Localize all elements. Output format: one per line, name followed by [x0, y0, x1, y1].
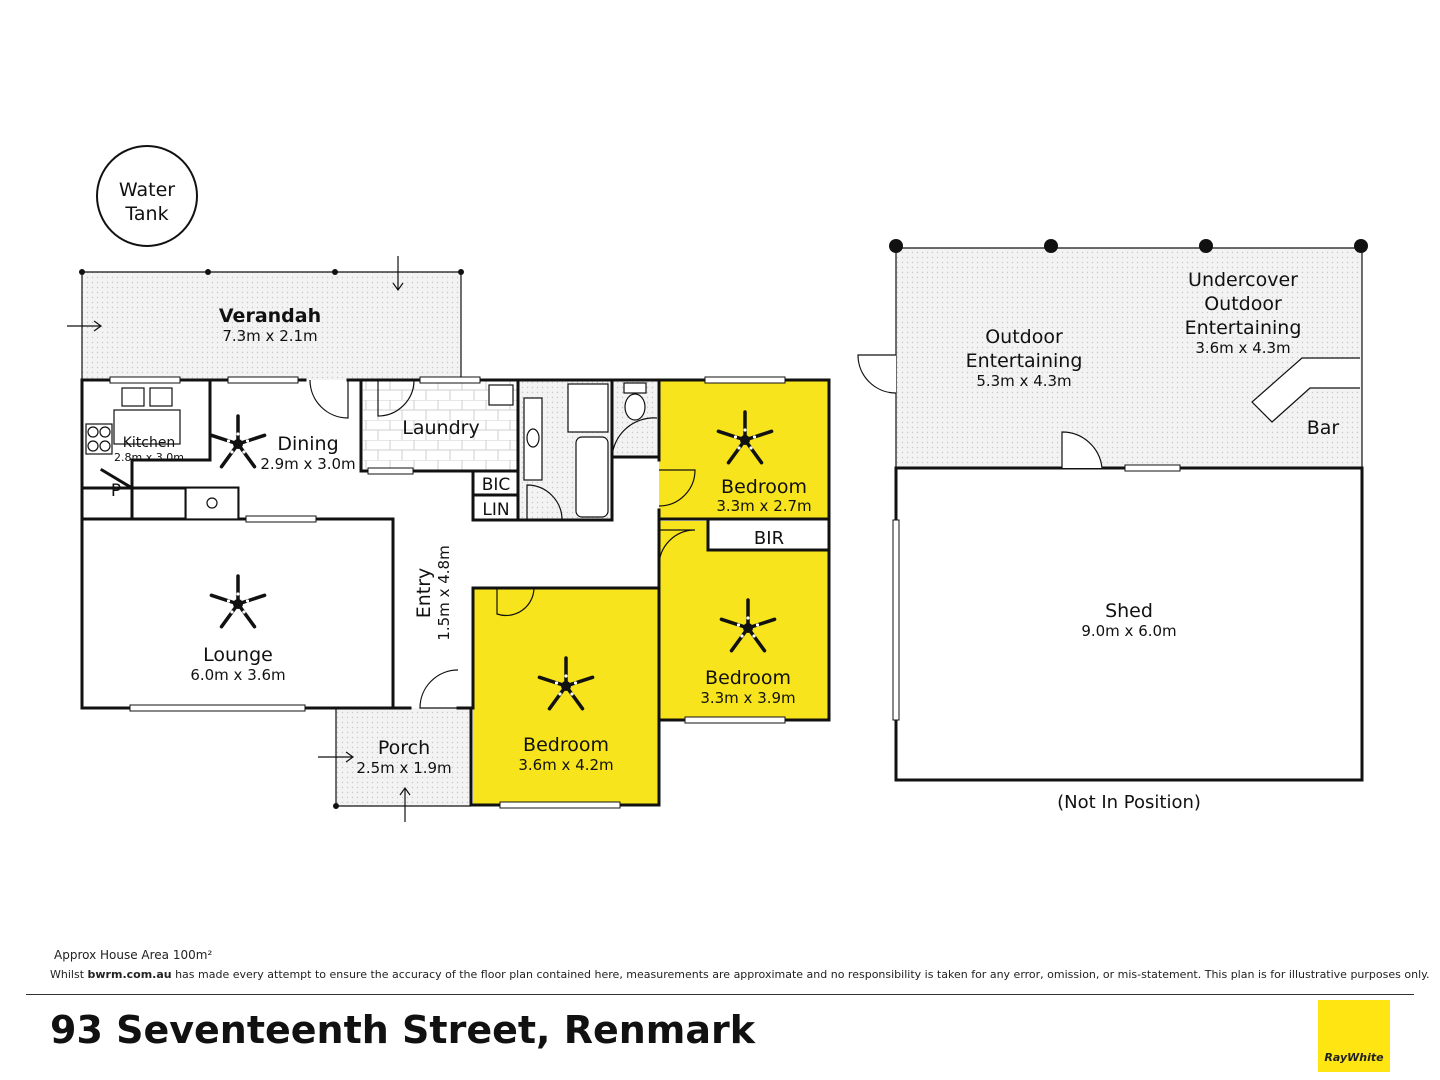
disclaimer: Whilst bwrm.com.au has made every attemp…	[50, 968, 1430, 981]
not-in-position-label: (Not In Position)	[1057, 792, 1201, 813]
dining-label: Dining	[277, 433, 338, 455]
bar-label: Bar	[1307, 417, 1340, 439]
entry-label: Entry	[413, 568, 435, 619]
disclaimer-pre: Whilst	[50, 968, 88, 981]
verandah-label: Verandah	[219, 305, 321, 327]
bar-counter	[1251, 357, 1360, 423]
porch-side-arrow	[318, 751, 355, 763]
bedroom-2-area	[659, 521, 829, 720]
outdoor-entertaining-area	[896, 248, 1362, 468]
bic-label: BIC	[482, 475, 511, 495]
bedroom-3-dims: 3.6m x 4.2m	[518, 756, 613, 774]
kitchen-label: Kitchen	[123, 435, 176, 451]
laundry-label: Laundry	[402, 417, 479, 439]
water-tank-outline	[96, 145, 198, 247]
ceiling-fan-icon	[209, 414, 267, 469]
raywhite-logo: RayWhite	[1318, 1000, 1390, 1072]
house-area-note: Approx House Area 100m²	[54, 948, 213, 962]
porch-dims: 2.5m x 1.9m	[356, 759, 451, 777]
ceiling-fan-icon	[209, 574, 267, 629]
footer-divider	[26, 994, 1414, 995]
pantry-label: P	[111, 481, 121, 501]
bedroom-2-dims: 3.3m x 3.9m	[700, 689, 795, 707]
property-address: 93 Seventeenth Street, Renmark	[50, 1008, 756, 1052]
bedroom-3-label: Bedroom	[523, 734, 609, 756]
raywhite-logo-text: RayWhite	[1324, 1051, 1384, 1064]
porch-label: Porch	[378, 737, 430, 759]
kitchen-dims: 2.8m x 3.0m	[114, 451, 184, 464]
undercover-dims: 3.6m x 4.3m	[1195, 339, 1290, 357]
bedroom-1-dims: 3.3m x 2.7m	[716, 497, 811, 515]
bir-label: BIR	[754, 528, 784, 549]
entry-dims: 1.5m x 4.8m	[435, 545, 453, 640]
bedroom-2-label: Bedroom	[705, 667, 791, 689]
dining-dims: 2.9m x 3.0m	[260, 455, 355, 473]
bedroom-3-area	[473, 588, 658, 805]
lin-label: LIN	[482, 500, 509, 520]
shed-dims: 9.0m x 6.0m	[1081, 622, 1176, 640]
outdoor-entertaining-dims: 5.3m x 4.3m	[976, 372, 1071, 390]
lounge-dims: 6.0m x 3.6m	[190, 666, 285, 684]
bedroom-1-area	[659, 381, 829, 519]
porch-bottom-arrow	[399, 786, 411, 822]
bir-area	[708, 521, 829, 550]
bedroom-1-label: Bedroom	[721, 476, 807, 498]
lounge-label: Lounge	[203, 644, 273, 666]
verandah-dims: 7.3m x 2.1m	[222, 327, 317, 345]
disclaimer-post: has made every attempt to ensure the acc…	[171, 968, 1430, 981]
shed-label: Shed	[1105, 600, 1153, 622]
disclaimer-site-link: bwrm.com.au	[87, 968, 172, 981]
verandah-entry-arrow	[67, 320, 103, 332]
verandah-top-arrow	[392, 256, 404, 292]
